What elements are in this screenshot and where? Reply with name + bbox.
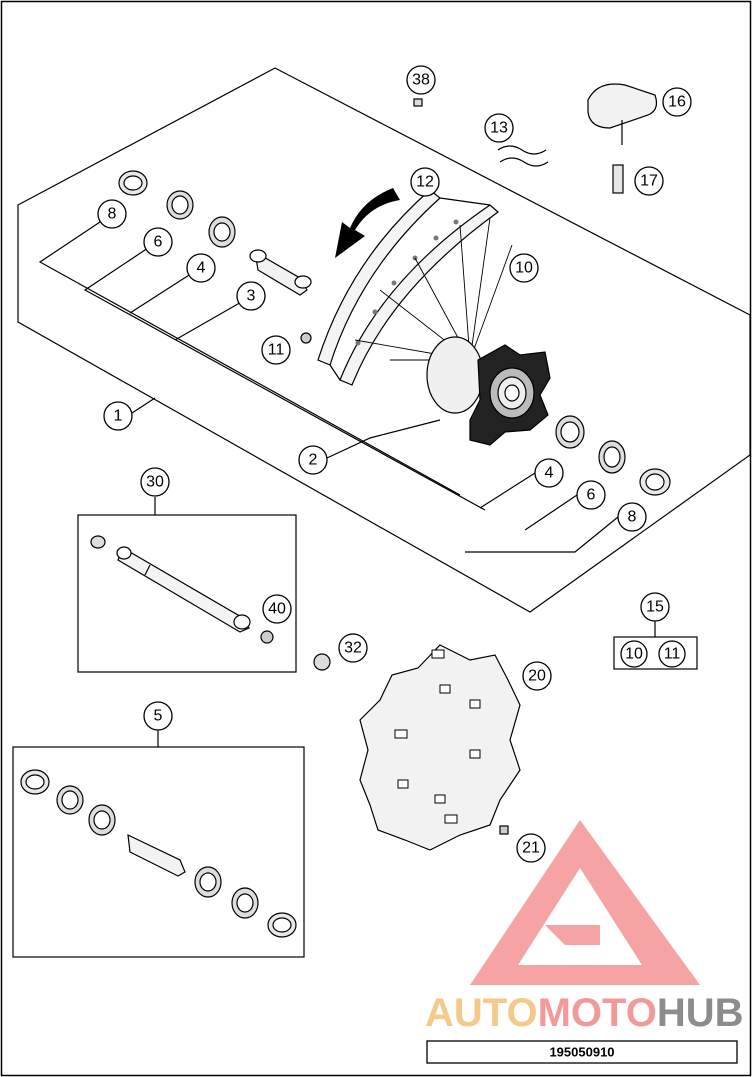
- right-bearing-parts: [555, 415, 671, 496]
- left-bearing-parts: [118, 170, 312, 344]
- callout-1: 1: [103, 401, 133, 431]
- svg-text:5: 5: [154, 708, 163, 725]
- svg-text:38: 38: [412, 72, 430, 89]
- callout-6-right: 6: [576, 480, 606, 510]
- small-parts-top: [413, 83, 658, 194]
- callout-6-left: 6: [143, 227, 173, 257]
- callout-15-sub-10: 10: [620, 640, 648, 668]
- callout-8-right: 8: [617, 502, 647, 532]
- drawing-number: 195050910: [549, 1045, 614, 1060]
- wheel-spokes: [354, 217, 513, 361]
- svg-text:8: 8: [108, 206, 117, 223]
- callout-15: 15: [640, 592, 670, 622]
- wheel-rim: [317, 189, 499, 386]
- svg-text:6: 6: [587, 487, 596, 504]
- svg-text:21: 21: [522, 840, 540, 857]
- svg-text:11: 11: [268, 342, 285, 359]
- svg-text:15: 15: [646, 599, 664, 616]
- axle-kit-box: [77, 514, 297, 673]
- svg-text:10: 10: [515, 260, 533, 277]
- brake-disc: [359, 644, 521, 851]
- svg-text:17: 17: [640, 173, 658, 190]
- wheel-hub: [426, 336, 551, 446]
- callout-2: 2: [298, 445, 328, 475]
- callout-32: 32: [338, 633, 368, 663]
- svg-text:40: 40: [268, 601, 286, 618]
- callout-30: 30: [140, 467, 170, 497]
- callout-4-left: 4: [186, 253, 216, 283]
- callout-12: 12: [410, 167, 440, 197]
- callout-16: 16: [662, 87, 692, 117]
- callout-13: 13: [484, 113, 514, 143]
- callout-20: 20: [522, 661, 552, 691]
- callout-3: 3: [236, 281, 266, 311]
- callout-8-left: 8: [97, 199, 127, 229]
- axle-parts: [90, 535, 274, 644]
- watermark-text: AUTOMOTOHUB: [425, 991, 744, 1035]
- callout-11: 11: [261, 335, 291, 365]
- svg-text:30: 30: [146, 474, 164, 491]
- leader-lines-right: [465, 472, 619, 553]
- svg-text:8: 8: [628, 509, 637, 526]
- svg-text:32: 32: [344, 640, 362, 657]
- svg-text:3: 3: [247, 288, 256, 305]
- leader-lines-left: [38, 213, 486, 511]
- callout-10: 10: [509, 253, 539, 283]
- callout-4-right: 4: [534, 458, 564, 488]
- svg-text:1: 1: [114, 408, 123, 425]
- disc-bolt: [499, 825, 509, 835]
- axle-nut: [313, 653, 331, 671]
- svg-text:11: 11: [664, 646, 681, 663]
- callout-38: 38: [406, 65, 436, 95]
- watermark-logo: [470, 820, 700, 985]
- wheel-assembly-outline: [17, 67, 751, 613]
- callout-5: 5: [143, 701, 173, 731]
- svg-text:13: 13: [490, 120, 508, 137]
- svg-text:4: 4: [545, 465, 554, 482]
- drawing-number-box: [426, 1040, 738, 1064]
- svg-text:20: 20: [528, 668, 546, 685]
- rotation-direction-arrow: [335, 188, 400, 258]
- callout-17: 17: [634, 166, 664, 196]
- svg-text:2: 2: [309, 452, 318, 469]
- svg-text:10: 10: [625, 646, 643, 663]
- bearing-kit-parts: [20, 769, 297, 938]
- svg-text:6: 6: [154, 234, 163, 251]
- callout-40: 40: [262, 594, 292, 624]
- callout-15-sub-11: 11: [658, 640, 686, 668]
- svg-text:4: 4: [197, 260, 206, 277]
- callout-21: 21: [516, 833, 546, 863]
- svg-text:12: 12: [416, 174, 434, 191]
- svg-text:16: 16: [668, 94, 686, 111]
